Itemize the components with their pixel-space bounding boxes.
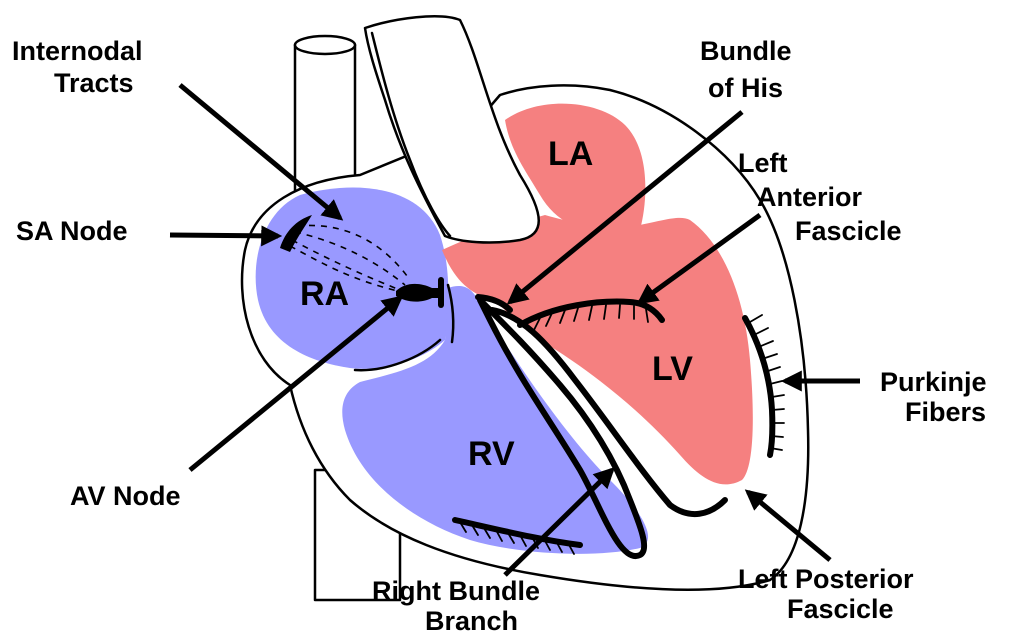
bundle-of-his-label-line1: Bundle xyxy=(700,36,792,66)
lv-label: LV xyxy=(652,350,693,388)
internodal-tracts-label-line1: Internodal xyxy=(12,36,143,66)
right-bundle-branch-label-line1: Right Bundle xyxy=(372,576,540,606)
ra-label: RA xyxy=(300,275,349,313)
internodal-tracts-label-line2: Tracts xyxy=(54,68,134,98)
sa-node-arrow xyxy=(170,235,278,236)
bundle-of-his-label-line2: of His xyxy=(708,73,783,103)
left-posterior-fascicle-label-line2: Fascicle xyxy=(787,594,894,624)
right-bundle-branch-label-line2: Branch xyxy=(425,606,518,636)
left-anterior-fascicle-label-line3: Fascicle xyxy=(795,216,902,246)
right-atrium xyxy=(256,188,449,369)
left-anterior-fascicle-label-line1: Left xyxy=(738,148,788,178)
left-posterior-fascicle-label-line1: Left Posterior xyxy=(738,564,914,594)
left-anterior-fascicle-label-line2: Anterior xyxy=(757,182,863,212)
purkinje-fibers-label-line1: Purkinje xyxy=(880,367,987,397)
la-label: LA xyxy=(548,135,593,173)
av-node-label: AV Node xyxy=(70,481,181,511)
rv-label: RV xyxy=(468,435,515,473)
sa-node-label: SA Node xyxy=(16,216,128,246)
purkinje-fibers-label-line2: Fibers xyxy=(905,397,986,427)
